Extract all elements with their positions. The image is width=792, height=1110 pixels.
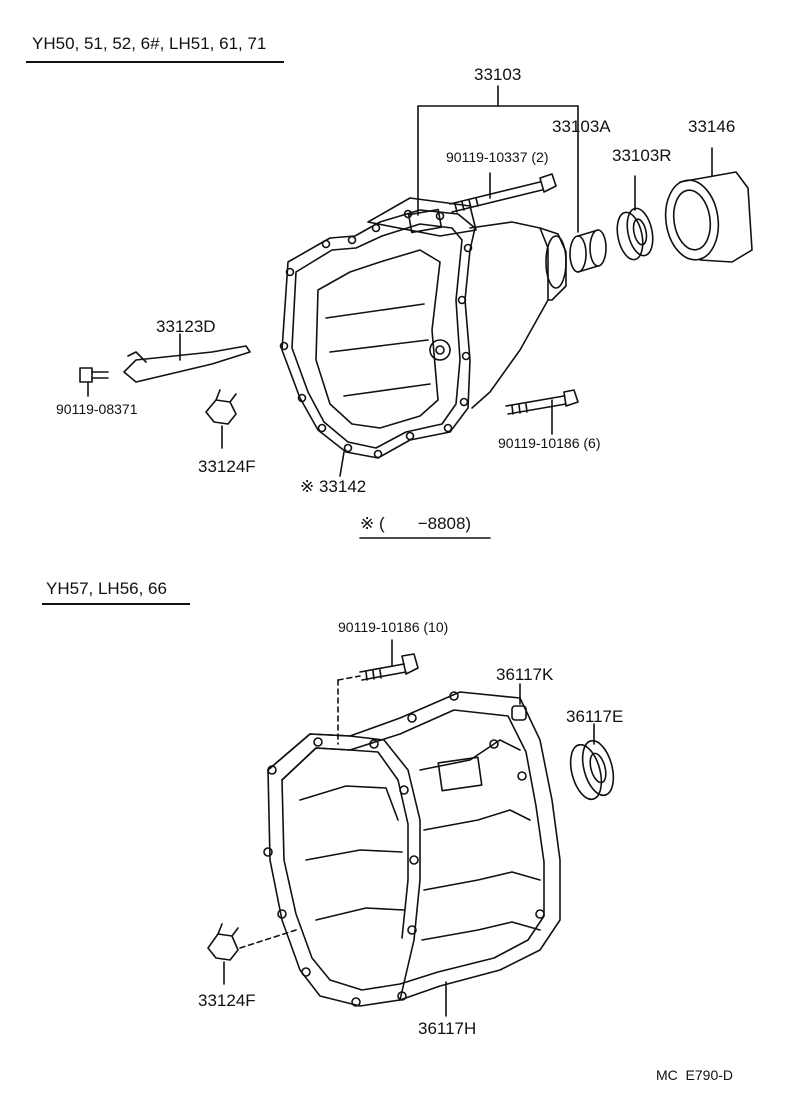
leader-33142 — [340, 452, 344, 476]
label-36117K: 36117K — [496, 665, 554, 684]
bolt-90119-10337 — [450, 173, 556, 212]
sleeve-33103A — [570, 230, 606, 272]
label-33124F-upper: 33124F — [198, 457, 256, 476]
oil-seal-36117E — [565, 724, 619, 803]
label-33123D: 33123D — [156, 317, 216, 336]
bolt-90119-08371 — [80, 368, 108, 396]
label-90119-08371: 90119-08371 — [56, 401, 138, 417]
lever-33123D — [124, 334, 250, 382]
label-33103: 33103 — [474, 65, 522, 84]
label-33146: 33146 — [688, 117, 736, 136]
plug-33124F-upper — [206, 390, 236, 448]
cover-33146 — [661, 148, 752, 263]
label-90119-10186-6: 90119-10186 (6) — [498, 435, 601, 451]
transmission-case-33103 — [281, 198, 567, 458]
lower-heading-underline — [42, 603, 190, 605]
label-90119-10186-10: 90119-10186 (10) — [338, 619, 449, 635]
leader-33103-bracket — [418, 86, 578, 232]
bolt-90119-10186-10 — [338, 640, 418, 744]
label-33103R: 33103R — [612, 146, 672, 165]
label-33142: ※ 33142 — [300, 477, 367, 496]
label-90119-10337: 90119-10337 (2) — [446, 149, 549, 165]
label-36117H: 36117H — [418, 1019, 477, 1038]
pin-36117K — [512, 684, 526, 720]
transmission-case-36117H — [264, 692, 560, 1016]
catalog-code: MC E790-D — [656, 1067, 734, 1083]
oil-seal-33103R — [613, 176, 656, 262]
bolt-90119-10186-6 — [506, 390, 578, 434]
date-range-note: ※ ( −8808) — [360, 514, 472, 533]
upper-section-heading: YH50, 51, 52, 6#, LH51, 61, 71 — [32, 34, 267, 53]
lower-section-heading: YH57, LH56, 66 — [46, 579, 167, 598]
label-33103A: 33103A — [552, 117, 611, 136]
label-36117E: 36117E — [566, 707, 624, 726]
upper-heading-underline — [26, 61, 284, 63]
label-33124F-lower: 33124F — [198, 991, 256, 1010]
plug-33124F-lower — [208, 924, 296, 984]
